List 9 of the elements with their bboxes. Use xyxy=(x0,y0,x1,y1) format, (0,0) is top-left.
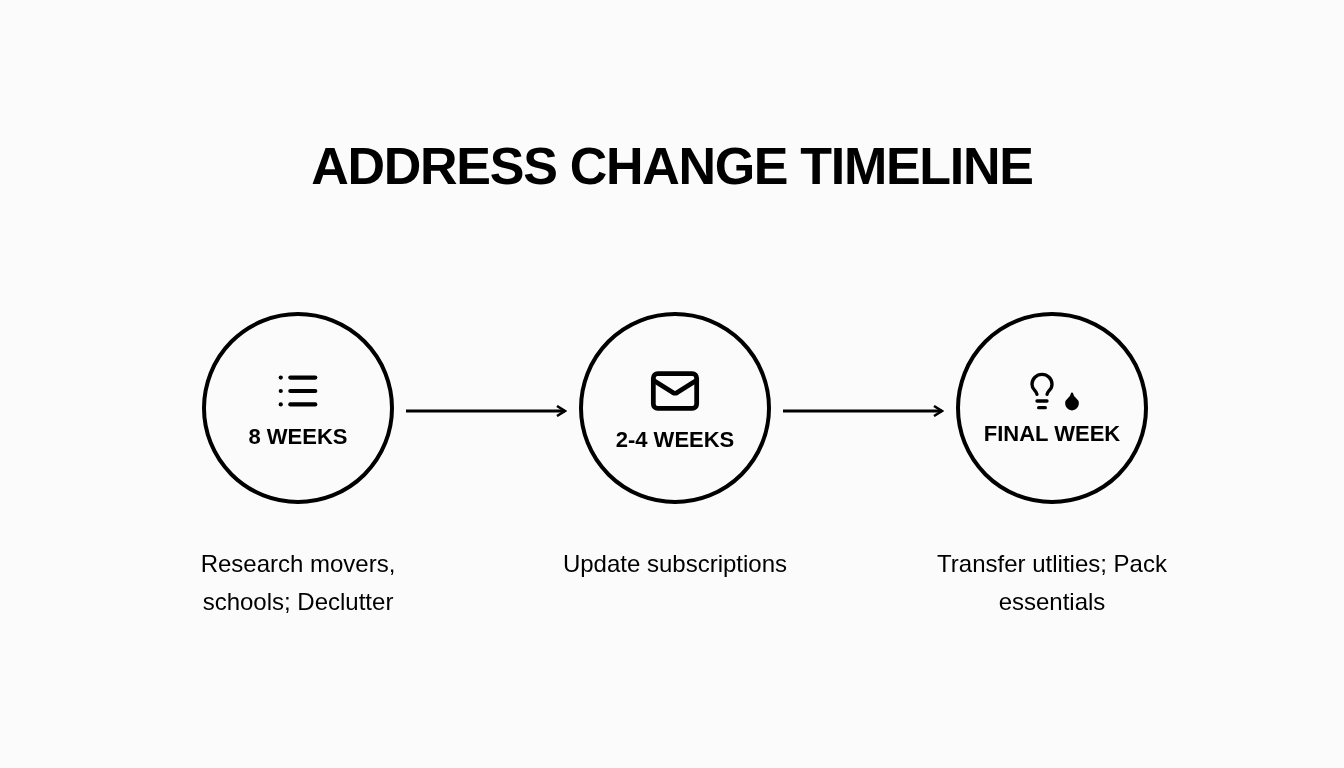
task-description: Research movers, schools; Declutter xyxy=(199,549,397,617)
duration-label: FINAL WEEK xyxy=(983,423,1121,445)
task-description: Update subscriptions xyxy=(561,549,789,579)
title: ADDRESS CHANGE TIMELINE xyxy=(311,140,1033,192)
arrow xyxy=(783,404,944,418)
arrow xyxy=(406,404,567,418)
duration-label: 8 WEEKS xyxy=(248,426,348,448)
task-description: Transfer utlities; Pack essentials xyxy=(936,549,1168,617)
duration-label: 2-4 WEEKS xyxy=(615,429,735,451)
